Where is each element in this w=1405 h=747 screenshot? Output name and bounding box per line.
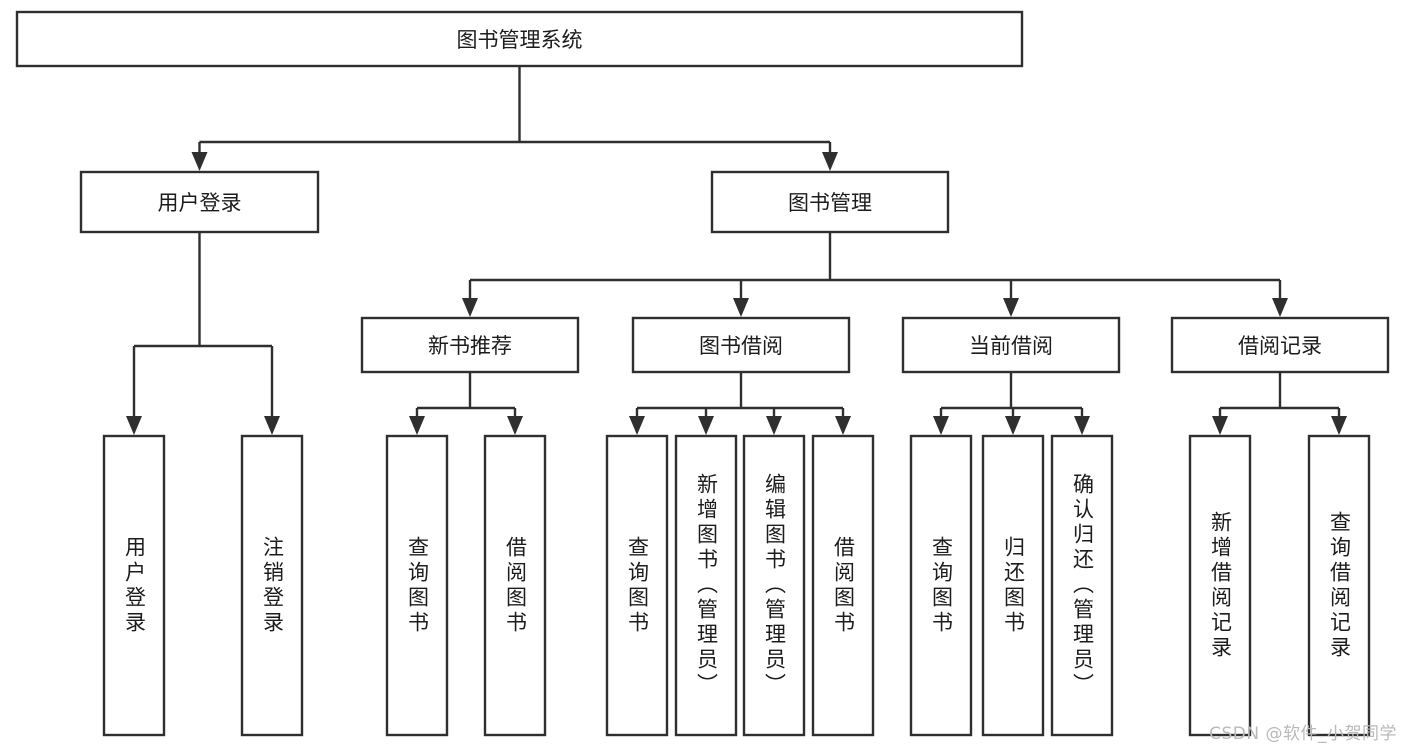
node-box-login[interactable]	[79, 170, 320, 234]
node-box-leaf-logout[interactable]	[240, 434, 304, 737]
node-label-root: 图书管理系统	[457, 28, 583, 52]
arrow-head-icon	[1272, 298, 1288, 317]
node-box-leaf-query-rec[interactable]	[1307, 434, 1371, 737]
arrow-head-icon	[507, 416, 523, 435]
node-box-leaf-borrow-nb[interactable]	[483, 434, 547, 737]
node-box-leaf-query-nb[interactable]	[385, 434, 449, 737]
node-box-root[interactable]	[15, 10, 1024, 68]
node-box-leaf-return[interactable]	[981, 434, 1045, 737]
node-box-leaf-add-book[interactable]	[674, 434, 738, 737]
node-label-records: 借阅记录	[1238, 334, 1322, 358]
arrow-head-icon	[822, 152, 838, 171]
node-box-leaf-query-cu[interactable]	[909, 434, 973, 737]
node-box-bookmgmt[interactable]	[710, 170, 950, 234]
arrow-head-icon	[1212, 416, 1228, 435]
arrow-head-icon	[1074, 416, 1090, 435]
node-box-current[interactable]	[901, 316, 1121, 374]
connectors-layer	[126, 66, 1347, 435]
node-box-leaf-confirm[interactable]	[1050, 434, 1114, 737]
arrow-head-icon	[409, 416, 425, 435]
node-box-leaf-borrow-bo[interactable]	[811, 434, 875, 737]
csdn-watermark: CSDN @软件_小贺同学	[1209, 724, 1397, 744]
node-box-records[interactable]	[1170, 316, 1390, 374]
arrow-head-icon	[733, 298, 749, 317]
node-box-borrow[interactable]	[631, 316, 851, 374]
arrow-head-icon	[1331, 416, 1347, 435]
node-label-newbook: 新书推荐	[428, 334, 512, 358]
arrow-head-icon	[629, 416, 645, 435]
arrow-head-icon	[933, 416, 949, 435]
boxes-layer	[15, 10, 1390, 737]
arrow-head-icon	[191, 152, 208, 171]
node-box-newbook[interactable]	[360, 316, 580, 374]
node-label-bookmgmt: 图书管理	[788, 191, 872, 215]
node-box-leaf-add-rec[interactable]	[1188, 434, 1252, 737]
arrow-head-icon	[126, 416, 142, 435]
arrow-head-icon	[766, 416, 782, 435]
arrow-head-icon	[462, 298, 478, 317]
arrow-head-icon	[698, 416, 714, 435]
node-label-login: 用户登录	[158, 191, 242, 215]
arrow-head-icon	[1003, 298, 1019, 317]
node-box-leaf-query-bo[interactable]	[605, 434, 669, 737]
node-box-leaf-login[interactable]	[102, 434, 166, 737]
node-box-leaf-edit-book[interactable]	[742, 434, 806, 737]
arrow-head-icon	[1005, 416, 1021, 435]
arrow-head-icon	[264, 416, 280, 435]
arrow-head-icon	[835, 416, 851, 435]
node-label-borrow: 图书借阅	[699, 334, 783, 358]
node-label-current: 当前借阅	[969, 334, 1053, 358]
